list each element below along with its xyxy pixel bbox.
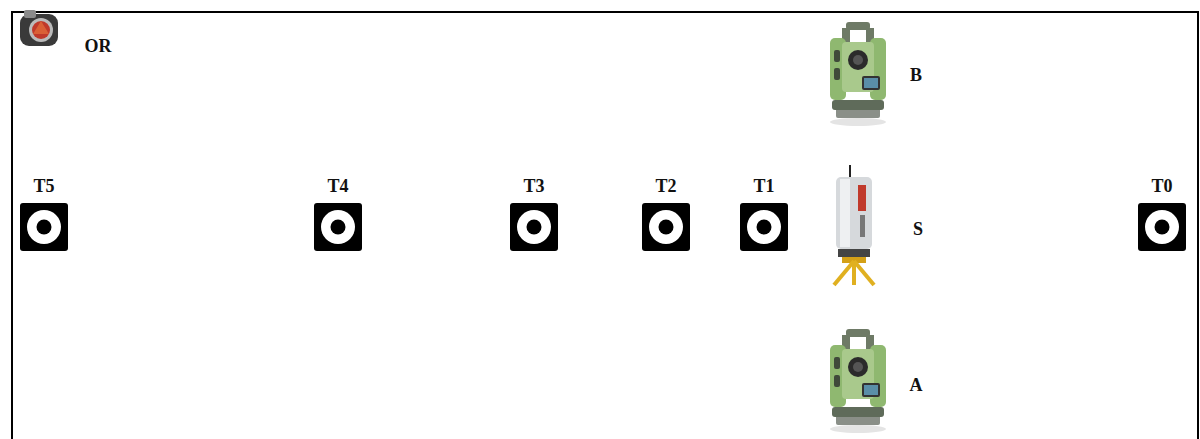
target-label: T0: [1151, 177, 1172, 195]
target-t5: [20, 203, 68, 251]
target-label: T5: [33, 177, 54, 195]
target-t2: [642, 203, 690, 251]
frame-border: [12, 12, 1198, 439]
target-label: T4: [327, 177, 348, 195]
target-label: T1: [753, 177, 774, 195]
instrument-label: S: [913, 220, 923, 238]
target-t4: [314, 203, 362, 251]
target-label: T2: [655, 177, 676, 195]
prism-icon: [20, 10, 58, 46]
target-t1: [740, 203, 788, 251]
target-t0: [1138, 203, 1186, 251]
total-station-a: [830, 329, 886, 433]
laser-scanner: [834, 165, 874, 285]
target-label: T3: [523, 177, 544, 195]
instrument-label: A: [910, 376, 923, 394]
prism-label: OR: [85, 37, 112, 55]
total-station-b: [830, 22, 886, 126]
target-t3: [510, 203, 558, 251]
instrument-label: B: [910, 66, 922, 84]
